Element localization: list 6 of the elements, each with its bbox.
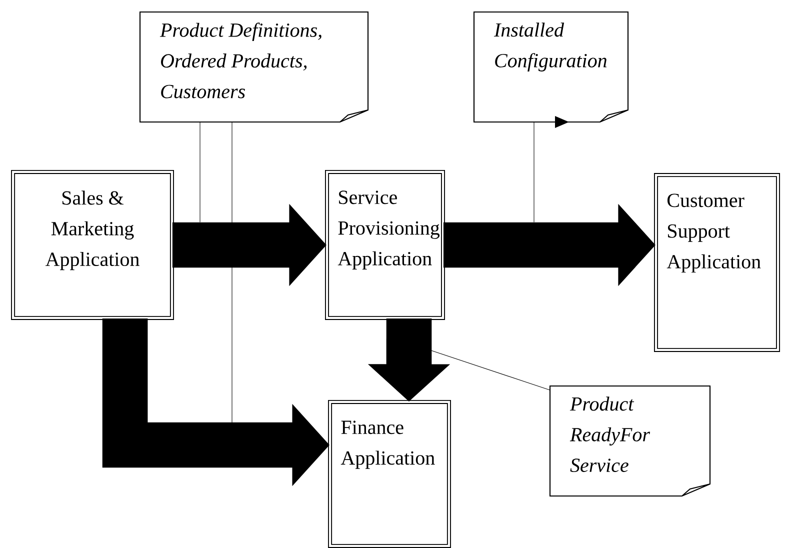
application-box: Customer Support Application — [654, 173, 780, 352]
leader-line — [429, 350, 550, 390]
node-label: Installed Configuration — [494, 22, 607, 72]
application-box: Sales & Marketing Application — [11, 170, 174, 320]
application-box: Finance Application — [328, 400, 451, 548]
application-box: Service Provisioning Application — [325, 170, 445, 320]
